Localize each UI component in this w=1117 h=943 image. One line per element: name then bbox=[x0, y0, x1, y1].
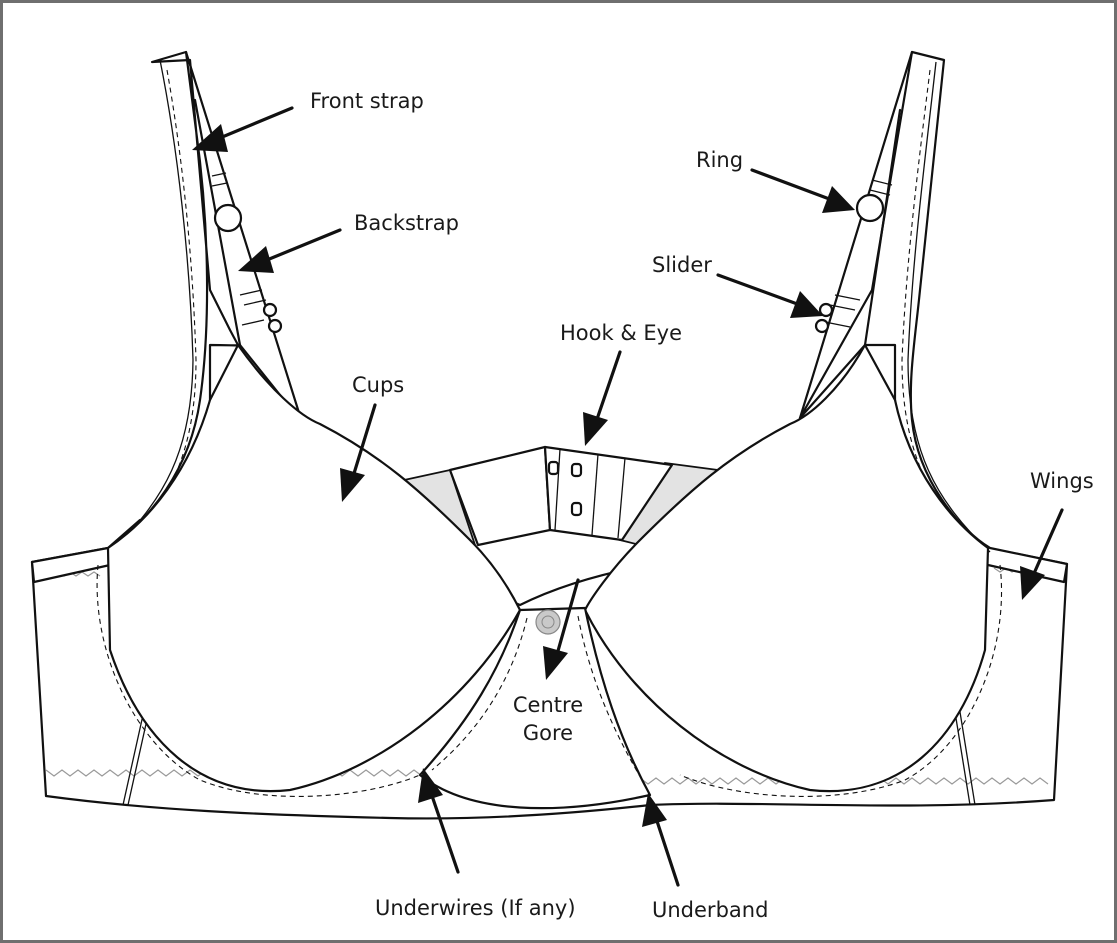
hook-2 bbox=[572, 464, 581, 476]
arrow-underband bbox=[655, 815, 678, 885]
arrow-backstrap bbox=[262, 230, 340, 262]
label-wings: Wings bbox=[1030, 469, 1094, 493]
label-centre-gore-line1: Centre bbox=[513, 693, 583, 717]
label-centre-gore-line2: Gore bbox=[523, 721, 573, 745]
hook-1 bbox=[549, 462, 558, 474]
label-hook-eye: Hook & Eye bbox=[560, 321, 682, 345]
label-backstrap: Backstrap bbox=[354, 211, 459, 235]
arrowhead-hook-eye bbox=[583, 412, 608, 446]
hook-3 bbox=[572, 503, 581, 515]
label-underwires: Underwires (If any) bbox=[375, 896, 576, 920]
arrow-hook-eye bbox=[595, 352, 620, 425]
left-slider-dot2 bbox=[269, 320, 281, 332]
label-front-strap: Front strap bbox=[310, 89, 424, 113]
right-slider-dot1 bbox=[820, 304, 832, 316]
label-underband: Underband bbox=[652, 898, 768, 922]
label-cups: Cups bbox=[352, 373, 404, 397]
right-slider-dot2 bbox=[816, 320, 828, 332]
right-ring bbox=[857, 195, 883, 221]
label-slider: Slider bbox=[652, 253, 712, 277]
left-slider-dot1 bbox=[264, 304, 276, 316]
arrowhead-backstrap bbox=[238, 246, 274, 273]
left-slider bbox=[212, 173, 266, 325]
arrow-slider bbox=[718, 275, 800, 305]
centre-gore-ornament bbox=[536, 610, 560, 634]
arrow-ring bbox=[752, 170, 832, 200]
arrow-front-strap bbox=[215, 108, 292, 140]
label-ring: Ring bbox=[696, 148, 743, 172]
left-ring bbox=[215, 205, 241, 231]
